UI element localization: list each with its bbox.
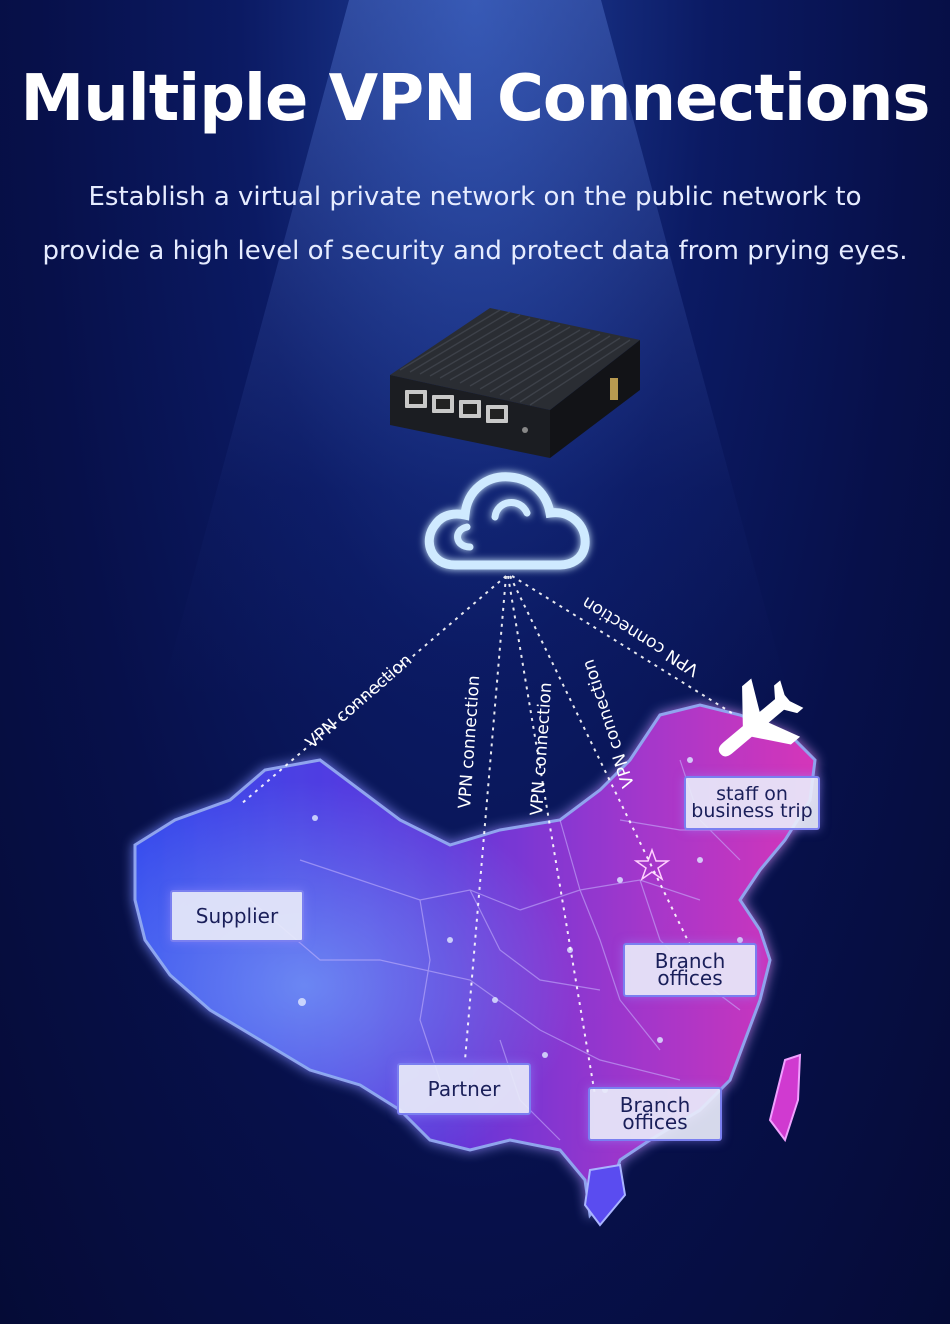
mini-pc-router-icon (390, 308, 640, 458)
branch-east-line2: offices (657, 966, 723, 990)
node-supplier-label: Supplier (195, 903, 279, 928)
cloud-icon (424, 472, 590, 570)
node-staff-on-business-trip: staff on business trip (684, 776, 820, 830)
antenna-connector (610, 378, 618, 400)
capital-star-icon (633, 847, 671, 881)
staff-line1: staff on (716, 783, 788, 805)
staff-line2: business trip (691, 800, 813, 822)
node-partner: Partner (397, 1063, 531, 1115)
city-dots (298, 757, 743, 1093)
node-branch-offices-east: Branch offices (623, 943, 757, 997)
line-staff (511, 575, 736, 716)
taiwan-shape (768, 1053, 802, 1143)
connection-lines (239, 575, 736, 1096)
page-title: Multiple VPN Connections (20, 62, 931, 136)
node-supplier: Supplier (170, 890, 304, 942)
airplane-icon (718, 678, 804, 757)
line-supplier (239, 575, 507, 806)
line-partner (464, 575, 507, 1061)
node-partner-label: Partner (427, 1076, 501, 1101)
hainan-shape (583, 1163, 627, 1227)
subtitle-line-2: provide a high level of security and pro… (42, 236, 908, 266)
branch-south-line2: offices (622, 1110, 688, 1134)
branch-south-line1: Branch (619, 1093, 691, 1117)
node-branch-offices-south: Branch offices (588, 1087, 722, 1141)
branch-east-line1: Branch (654, 949, 726, 973)
subtitle-line-1: Establish a virtual private network on t… (88, 182, 862, 212)
